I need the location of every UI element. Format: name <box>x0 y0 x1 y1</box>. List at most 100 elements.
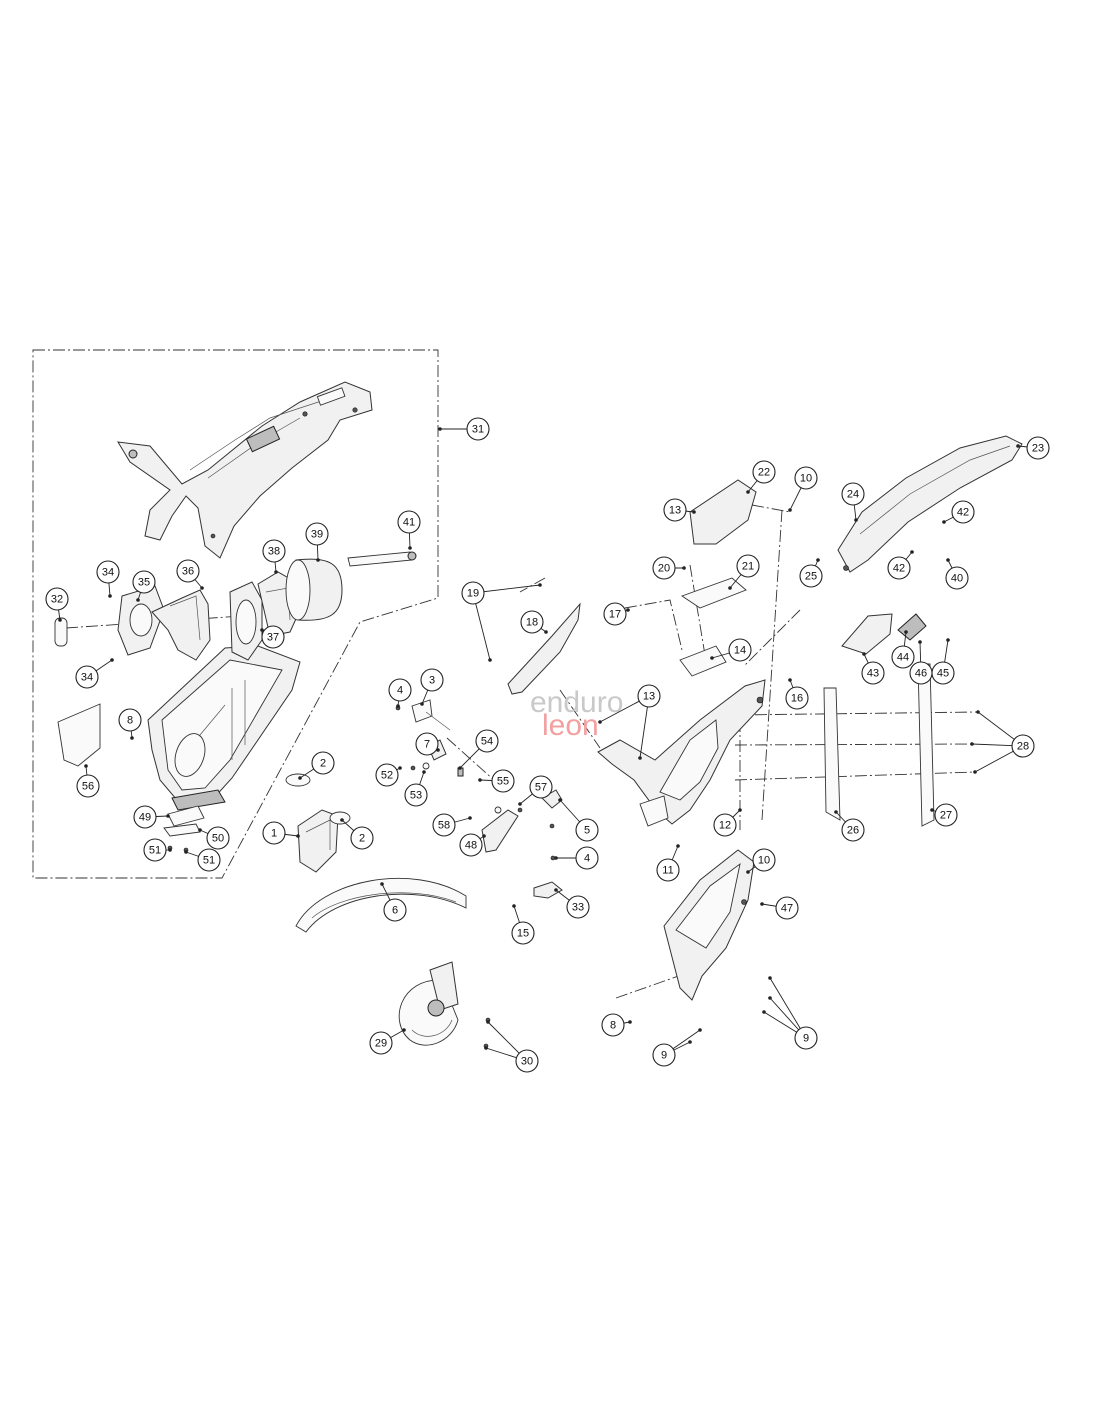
leader-end-dot <box>946 558 950 562</box>
callout-number: 51 <box>203 855 215 867</box>
callout-bubble: 53 <box>404 783 428 807</box>
leader-end-dot <box>946 638 950 642</box>
leader-end-dot <box>200 586 204 590</box>
callout-bubble: 46 <box>909 661 933 685</box>
leader-end-dot <box>626 608 630 612</box>
leader-end-dot <box>1016 444 1020 448</box>
callout-bubble: 17 <box>603 602 627 626</box>
callout-circle <box>945 566 969 590</box>
callout-circle <box>752 460 776 484</box>
callout-number: 34 <box>81 672 93 684</box>
leader-end-dot <box>438 427 442 431</box>
leader-end-dot <box>768 996 772 1000</box>
callout-circle <box>841 818 865 842</box>
callout-bubble: 8 <box>118 708 142 732</box>
rear-fender-23 <box>837 435 1023 573</box>
callout-circle <box>752 848 776 872</box>
callout-circle <box>652 1043 676 1067</box>
callout-number: 3 <box>429 675 435 687</box>
callout-number: 56 <box>82 781 94 793</box>
callout-bubble: 5 <box>575 818 599 842</box>
callout-number: 47 <box>781 903 793 915</box>
callout-bubble: 3 <box>420 668 444 692</box>
leader-end-dot <box>488 658 492 662</box>
callout-number: 9 <box>803 1033 809 1045</box>
callout-circle <box>775 896 799 920</box>
leader-end-dot <box>698 1028 702 1032</box>
callout-circle <box>118 708 142 732</box>
leader-end-dot <box>554 888 558 892</box>
part-43 <box>841 613 893 655</box>
callout-bubble: 1 <box>262 821 286 845</box>
leader-end-dot <box>396 704 400 708</box>
leader-end-dot <box>692 510 696 514</box>
callout-bubble: 8 <box>601 1013 625 1037</box>
leader-end-dot <box>598 720 602 724</box>
callout-bubble: 54 <box>475 729 499 753</box>
callout-bubble: 38 <box>262 539 286 563</box>
callout-bubble: 7 <box>415 732 439 756</box>
callout-number: 19 <box>467 588 479 600</box>
callout-bubble: 51 <box>197 848 221 872</box>
callout-circle <box>350 826 374 850</box>
callout-circle <box>529 775 553 799</box>
callout-number: 2 <box>359 833 365 845</box>
callout-bubble: 30 <box>515 1049 539 1073</box>
callout-number: 28 <box>1017 741 1029 753</box>
leader-end-dot <box>688 1040 692 1044</box>
callout-bubble: 27 <box>934 803 958 827</box>
callout-number: 12 <box>719 820 731 832</box>
callout-bubble: 47 <box>775 896 799 920</box>
leader-end-dot <box>554 856 558 860</box>
callout-bubble: 57 <box>529 775 553 799</box>
callout-bubble: 19 <box>461 581 485 605</box>
rear-fender-part <box>117 381 373 559</box>
leader-end-dot <box>918 640 922 644</box>
callout-circle <box>951 500 975 524</box>
callout-number: 46 <box>915 668 927 680</box>
callout-circle <box>388 678 412 702</box>
callout-bubble: 26 <box>841 818 865 842</box>
callout-bubble: 2 <box>350 826 374 850</box>
callout-bubble: 39 <box>305 522 329 546</box>
leader-end-dot <box>710 656 714 660</box>
leader-end-dot <box>976 710 980 714</box>
leader-end-dot <box>862 652 866 656</box>
callout-circle <box>1011 734 1035 758</box>
callout-number: 33 <box>572 902 584 914</box>
callout-bubble: 22 <box>752 460 776 484</box>
callout-circle <box>511 921 535 945</box>
callout-number: 48 <box>465 840 477 852</box>
leader-end-dot <box>746 870 750 874</box>
callout-circle <box>637 684 661 708</box>
callout-number: 45 <box>937 668 949 680</box>
callout-circle <box>432 813 456 837</box>
leader-end-dot <box>380 882 384 886</box>
callout-circle <box>652 556 676 580</box>
leader-end-dot <box>486 1020 490 1024</box>
panel-14 <box>679 645 727 677</box>
leader-end-dot <box>762 1010 766 1014</box>
callout-bubble: 4 <box>388 678 412 702</box>
leader-end-dot <box>482 834 486 838</box>
callout-circle <box>75 665 99 689</box>
callout-bubble: 37 <box>261 625 285 649</box>
callout-bubble: 25 <box>799 564 823 588</box>
leader-end-dot <box>84 764 88 768</box>
callout-number: 50 <box>212 833 224 845</box>
callout-number: 39 <box>311 529 323 541</box>
callout-number: 8 <box>127 715 133 727</box>
callout-number: 30 <box>521 1056 533 1068</box>
callout-number: 41 <box>403 517 415 529</box>
callout-bubble: 23 <box>1026 436 1050 460</box>
callout-circle <box>785 686 809 710</box>
leader-end-dot <box>296 834 300 838</box>
callout-number: 44 <box>897 652 909 664</box>
leader-end-dot <box>398 766 402 770</box>
leader-end-dot <box>628 1020 632 1024</box>
leader-end-dot <box>484 1046 488 1050</box>
callout-number: 18 <box>526 617 538 629</box>
callout-number: 38 <box>268 546 280 558</box>
callout-circle <box>461 581 485 605</box>
callout-number: 27 <box>940 810 952 822</box>
